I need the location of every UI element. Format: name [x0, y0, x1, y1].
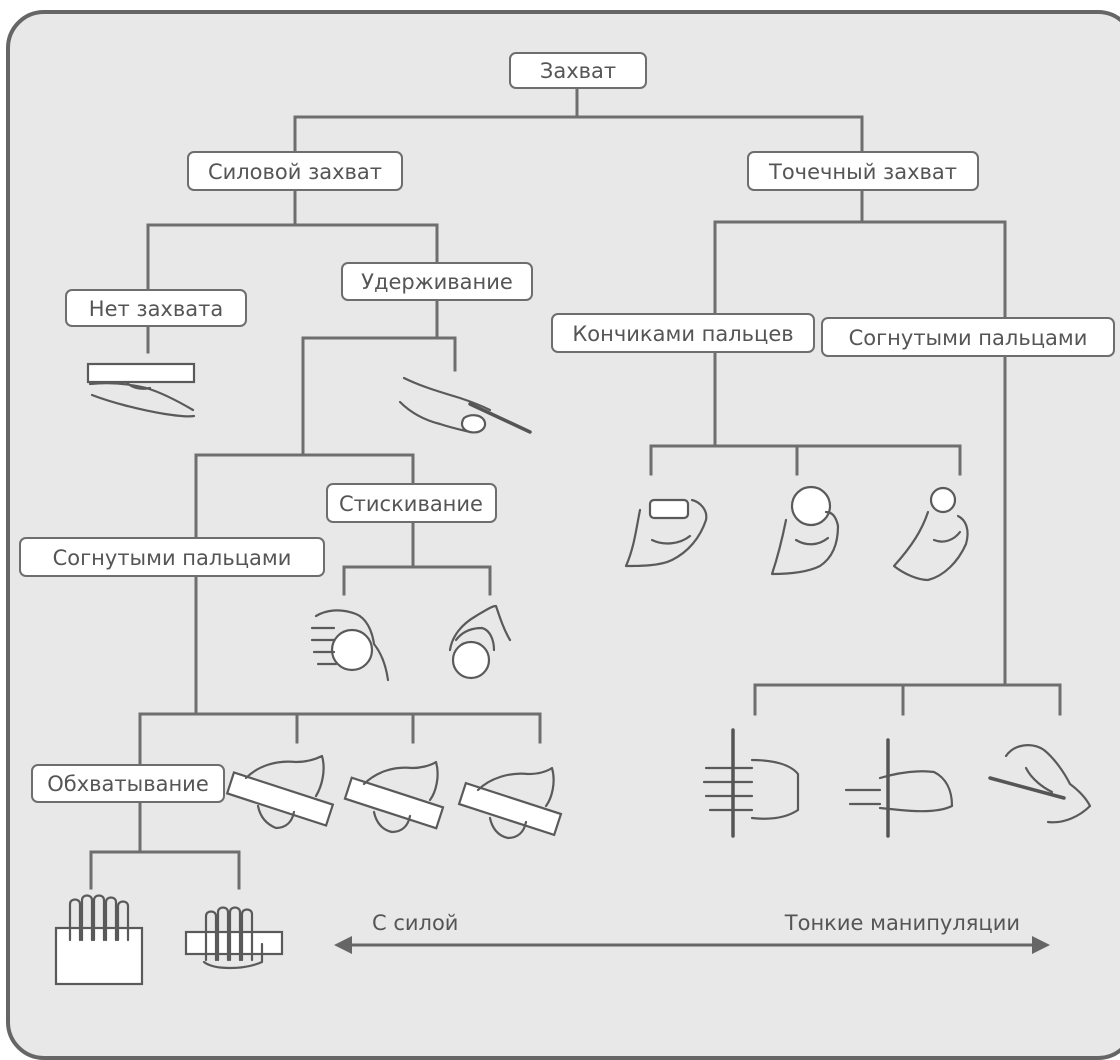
node-fingertips-label: Кончиками пальцев	[572, 322, 793, 346]
fingers-on-vertical-rod-1-icon	[702, 728, 800, 838]
axis-left-arrowhead	[334, 936, 352, 954]
node-squeezing-label: Стискивание	[339, 492, 483, 516]
tree-connectors	[89, 86, 1062, 890]
edge-holding-split	[194, 453, 415, 540]
node-precision-label: Точечный захват	[768, 160, 957, 184]
fingers-on-vertical-rod-2-icon	[844, 738, 954, 838]
hand-gripping-bar-1-icon	[225, 754, 335, 830]
node-no-grip-label: Нет захвата	[89, 297, 223, 321]
node-fingertips: Кончиками пальцев	[551, 313, 815, 353]
hand-holding-rod-icon	[398, 376, 532, 434]
node-bent-fingers-power: Согнутыми пальцами	[19, 537, 325, 577]
edge-bent-power	[138, 574, 542, 767]
edge-power	[146, 190, 439, 290]
edge-holding	[301, 298, 457, 457]
node-bent-fingers-precision-label: Согнутыми пальцами	[849, 326, 1088, 350]
edge-bent-precision	[753, 354, 1062, 716]
edge-precision	[713, 190, 1007, 320]
node-bent-fingers-power-label: Согнутыми пальцами	[53, 546, 292, 570]
node-root-label: Захват	[540, 59, 616, 83]
fist-on-box-icon	[54, 894, 144, 986]
node-holding-label: Удерживание	[361, 270, 513, 294]
fingertip-pinch-ball-icon	[770, 485, 840, 576]
force-to-precision-axis: С силой Тонкие манипуляции	[334, 911, 1050, 954]
flat-hand-plank-icon	[86, 362, 196, 418]
hand-squeezing-ball-icon	[310, 609, 390, 682]
node-power: Силовой захват	[187, 151, 403, 191]
edge-root	[293, 86, 864, 154]
node-wrapping: Обхватывание	[31, 764, 225, 803]
fingertip-pinch-block-icon	[624, 498, 708, 568]
fist-on-bar-icon	[184, 906, 284, 970]
node-no-grip: Нет захвата	[65, 289, 247, 327]
node-precision: Точечный захват	[747, 151, 979, 191]
hand-gripping-bar-3-icon	[457, 766, 563, 840]
node-holding: Удерживание	[341, 262, 533, 301]
fingers-on-thin-rod-icon	[988, 744, 1092, 824]
fingertip-pinch-sphere-icon	[892, 486, 969, 582]
edge-wrapping	[89, 800, 241, 890]
axis-right-arrowhead	[1032, 936, 1050, 954]
node-bent-fingers-precision: Согнутыми пальцами	[821, 317, 1115, 357]
edge-squeezing	[342, 522, 492, 596]
node-power-label: Силовой захват	[208, 160, 382, 184]
node-squeezing: Стискивание	[326, 483, 497, 523]
node-root: Захват	[509, 52, 647, 89]
axis-left-label: С силой	[372, 911, 458, 935]
hand-gripping-bar-2-icon	[343, 760, 445, 834]
edge-fingertips	[649, 350, 962, 476]
node-wrapping-label: Обхватывание	[47, 772, 209, 796]
axis-right-label: Тонкие манипуляции	[784, 911, 1020, 935]
hand-squeezing-ball-back-icon	[448, 604, 512, 680]
